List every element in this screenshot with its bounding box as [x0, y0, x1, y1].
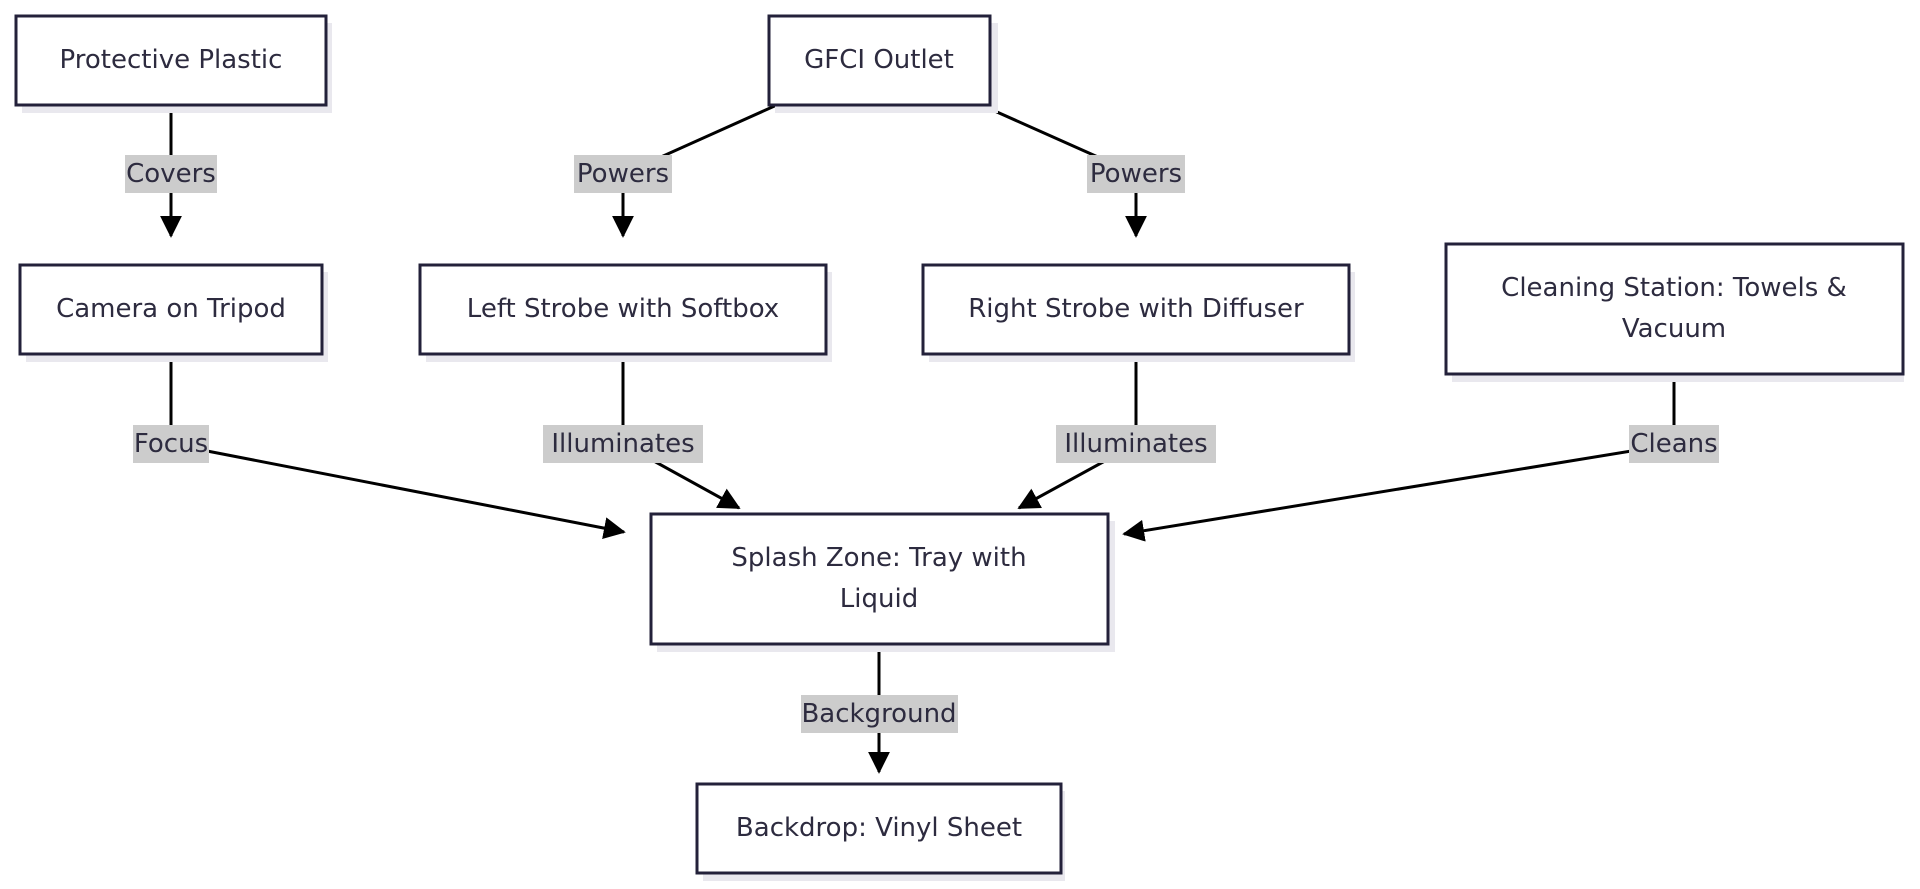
node-cleaning-station-label-line2: Vacuum	[1622, 314, 1726, 344]
node-backdrop-label: Backdrop: Vinyl Sheet	[736, 813, 1022, 843]
node-left-strobe: Left Strobe with Softbox	[418, 263, 832, 362]
edge-label-background: Background	[801, 695, 958, 733]
node-cleaning-station-label-line1: Cleaning Station: Towels &	[1501, 273, 1847, 303]
node-gfci-outlet: GFCI Outlet	[767, 14, 998, 113]
node-protective-plastic: Protective Plastic	[14, 14, 332, 113]
edge-label-powers-left: Powers	[574, 155, 672, 193]
node-camera-on-tripod-label: Camera on Tripod	[56, 294, 286, 324]
node-cleaning-station: Cleaning Station: Towels & Vacuum	[1444, 242, 1905, 382]
edge-label-powers-right: Powers	[1087, 155, 1185, 193]
node-camera-on-tripod: Camera on Tripod	[18, 263, 328, 362]
edge-label-covers: Covers	[125, 155, 217, 193]
edge-label-cleans: Cleans	[1629, 425, 1719, 463]
node-left-strobe-label: Left Strobe with Softbox	[467, 294, 779, 324]
edge-label-cleans-text: Cleans	[1630, 429, 1717, 459]
edge-label-powers-right-text: Powers	[1090, 159, 1182, 189]
node-protective-plastic-label: Protective Plastic	[60, 45, 283, 75]
edge-label-focus-text: Focus	[134, 429, 208, 459]
edge-label-illuminates-left-text: Illuminates	[551, 429, 694, 459]
edge-label-powers-left-text: Powers	[577, 159, 669, 189]
edge-label-background-text: Background	[801, 699, 956, 729]
node-gfci-outlet-label: GFCI Outlet	[804, 45, 954, 75]
node-splash-zone-label-line1: Splash Zone: Tray with	[731, 543, 1026, 573]
edge-label-covers-text: Covers	[126, 159, 216, 189]
node-backdrop: Backdrop: Vinyl Sheet	[695, 782, 1065, 881]
edge-label-illuminates-right: Illuminates	[1056, 425, 1216, 463]
node-splash-zone-label-line2: Liquid	[840, 584, 918, 614]
node-right-strobe: Right Strobe with Diffuser	[921, 263, 1355, 362]
node-splash-zone: Splash Zone: Tray with Liquid	[649, 512, 1115, 652]
edge-label-focus: Focus	[133, 425, 209, 463]
edge-label-illuminates-left: Illuminates	[543, 425, 703, 463]
edge-label-illuminates-right-text: Illuminates	[1064, 429, 1207, 459]
node-right-strobe-label: Right Strobe with Diffuser	[968, 294, 1304, 324]
